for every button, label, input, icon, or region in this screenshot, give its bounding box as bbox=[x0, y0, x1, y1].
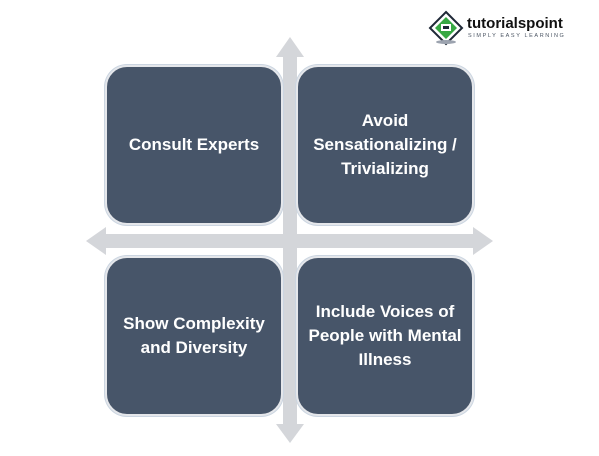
quadrant-top-left: Consult Experts bbox=[105, 65, 283, 225]
tutorialspoint-logo: tutorialspoint SIMPLY EASY LEARNING bbox=[428, 10, 578, 46]
logo-tagline: SIMPLY EASY LEARNING bbox=[468, 33, 566, 39]
quadrant-bottom-left-label: Show Complexity and Diversity bbox=[123, 314, 265, 357]
quadrant-top-right: Avoid Sensationalizing / Trivializing bbox=[296, 65, 474, 225]
quadrant-top-right-label: Avoid Sensationalizing / Trivializing bbox=[313, 111, 457, 178]
logo-name: tutorialspoint bbox=[467, 15, 563, 32]
quadrant-bottom-right: Include Voices of People with Mental Ill… bbox=[296, 256, 474, 416]
tutorialspoint-diamond-logo-icon bbox=[428, 10, 464, 46]
quadrant-top-left-label: Consult Experts bbox=[128, 135, 260, 154]
quadrant-bottom-right-label: Include Voices of People with Mental Ill… bbox=[308, 302, 462, 369]
horizontal-axis-arrow bbox=[86, 227, 493, 255]
quadrant-bottom-left: Show Complexity and Diversity bbox=[105, 256, 283, 416]
